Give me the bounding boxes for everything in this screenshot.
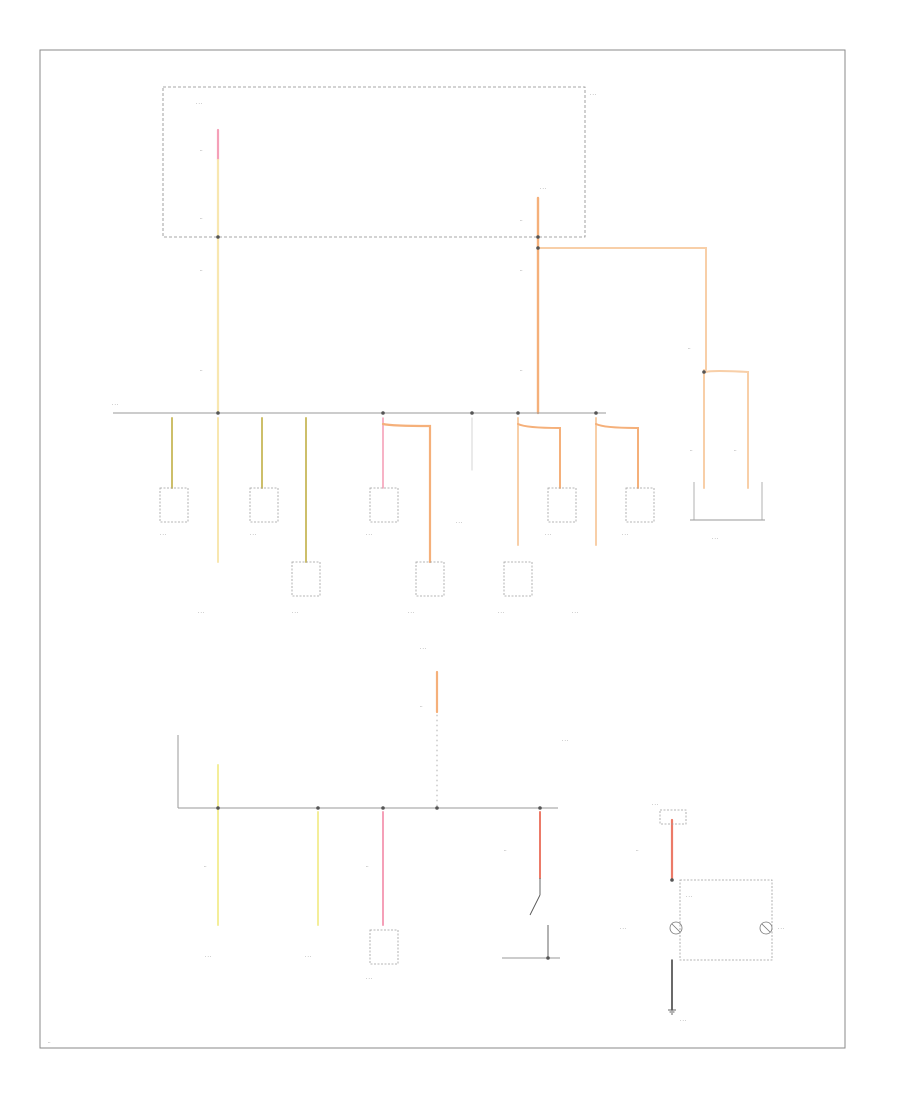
splice-16 (670, 878, 674, 882)
component-box-top-right (659, 809, 687, 825)
components (159, 487, 773, 965)
wire-drop-8-branch (595, 423, 639, 489)
splice-1 (216, 235, 220, 239)
label-lower-1: · · · (205, 954, 211, 959)
label-lower-3: · · · (366, 976, 372, 981)
wire-code-11: ·· (420, 704, 423, 709)
label-comp-5b: · · · (408, 610, 414, 615)
component-box-8b (625, 487, 655, 523)
component-box-7b (547, 487, 577, 523)
wire-branch-to-right-module-b (705, 370, 749, 489)
label-right-module-lower: · · · (686, 894, 692, 899)
label-comp-4: · · · (292, 610, 298, 615)
label-comp-2: · · · (198, 610, 204, 615)
wire-code-8: ·· (688, 346, 691, 351)
wire-code-4: ·· (200, 368, 203, 373)
component-box-1 (159, 487, 189, 523)
wire-feed-right-branch (537, 247, 707, 371)
wire-code-14: ·· (504, 848, 507, 853)
splice-5 (381, 411, 385, 415)
label-left-connector: · · · (112, 402, 118, 407)
splice-2 (536, 235, 540, 239)
label-comp-8b: · · · (622, 532, 628, 537)
splice-6 (470, 411, 474, 415)
fuse-relay-box (162, 86, 586, 238)
label-comp-7b: · · · (545, 532, 551, 537)
wire-code-5: ·· (520, 218, 523, 223)
wire-drop-5-orange (381, 422, 432, 564)
component-box-5 (369, 487, 399, 523)
label-right-fuse: · · · (540, 186, 546, 191)
component-box-5b (415, 561, 445, 597)
wire-code-12: ·· (204, 864, 207, 869)
label-lower-box: · · · (562, 738, 568, 743)
label-comp-7: · · · (498, 610, 504, 615)
label-comp-1: · · · (160, 532, 166, 537)
splices (216, 235, 706, 960)
wire-codes: ·· ·· ·· ·· ·· ·· ·· ·· ·· ·· ·· ·· ·· ·… (200, 148, 737, 869)
splice-4 (216, 411, 220, 415)
ground-icon (668, 1009, 676, 1015)
label-right-module: · · · (712, 536, 718, 541)
splice-13 (435, 806, 439, 810)
wire-code-2: ·· (200, 216, 203, 221)
splice-9 (702, 370, 706, 374)
splice-7 (516, 411, 520, 415)
label-mid-fuse: · · · (420, 646, 426, 651)
splice-14 (538, 806, 542, 810)
component-box-3 (249, 487, 279, 523)
splice-8 (594, 411, 598, 415)
wires (171, 128, 749, 1011)
label-page-code: ·· (48, 1040, 51, 1045)
wire-code-13: ·· (366, 864, 369, 869)
splice-11 (316, 806, 320, 810)
component-box-7 (503, 561, 533, 597)
component-box-4 (291, 561, 321, 597)
label-comp-8: · · · (572, 610, 578, 615)
splice-10 (216, 806, 220, 810)
right-module-brackets (693, 482, 763, 520)
wire-code-3: ·· (200, 268, 203, 273)
buses (113, 412, 765, 959)
label-lamp-right: · · · (778, 926, 784, 931)
wire-code-9: ·· (690, 448, 693, 453)
labels: · · · · · · · · · · · · · · · · · · · · … (48, 92, 784, 1045)
diagram-frame (39, 49, 846, 1049)
label-comp-5: · · · (366, 532, 372, 537)
label-top-right-box: · · · (590, 92, 596, 97)
wire-code-10: ·· (734, 448, 737, 453)
label-comp-3: · · · (250, 532, 256, 537)
label-top-right-module: · · · (652, 802, 658, 807)
wire-code-1: ·· (200, 148, 203, 153)
label-ground: · · · (680, 1018, 686, 1023)
wire-code-6: ·· (520, 268, 523, 273)
splice-12 (381, 806, 385, 810)
wire-code-15: ·· (636, 848, 639, 853)
label-top-left-fuse: · · · (196, 101, 202, 106)
label-comp-6: · · · (456, 520, 462, 525)
component-box-right-module (679, 879, 773, 961)
switch-icon (529, 878, 549, 958)
lamp-icon (669, 921, 773, 935)
wire-code-7: ·· (520, 368, 523, 373)
component-box-lower-3 (369, 929, 399, 965)
label-lamp-left: · · · (620, 926, 626, 931)
wire-drop-7-branch (517, 423, 561, 489)
label-lower-2: · · · (305, 954, 311, 959)
splice-3 (536, 246, 540, 250)
